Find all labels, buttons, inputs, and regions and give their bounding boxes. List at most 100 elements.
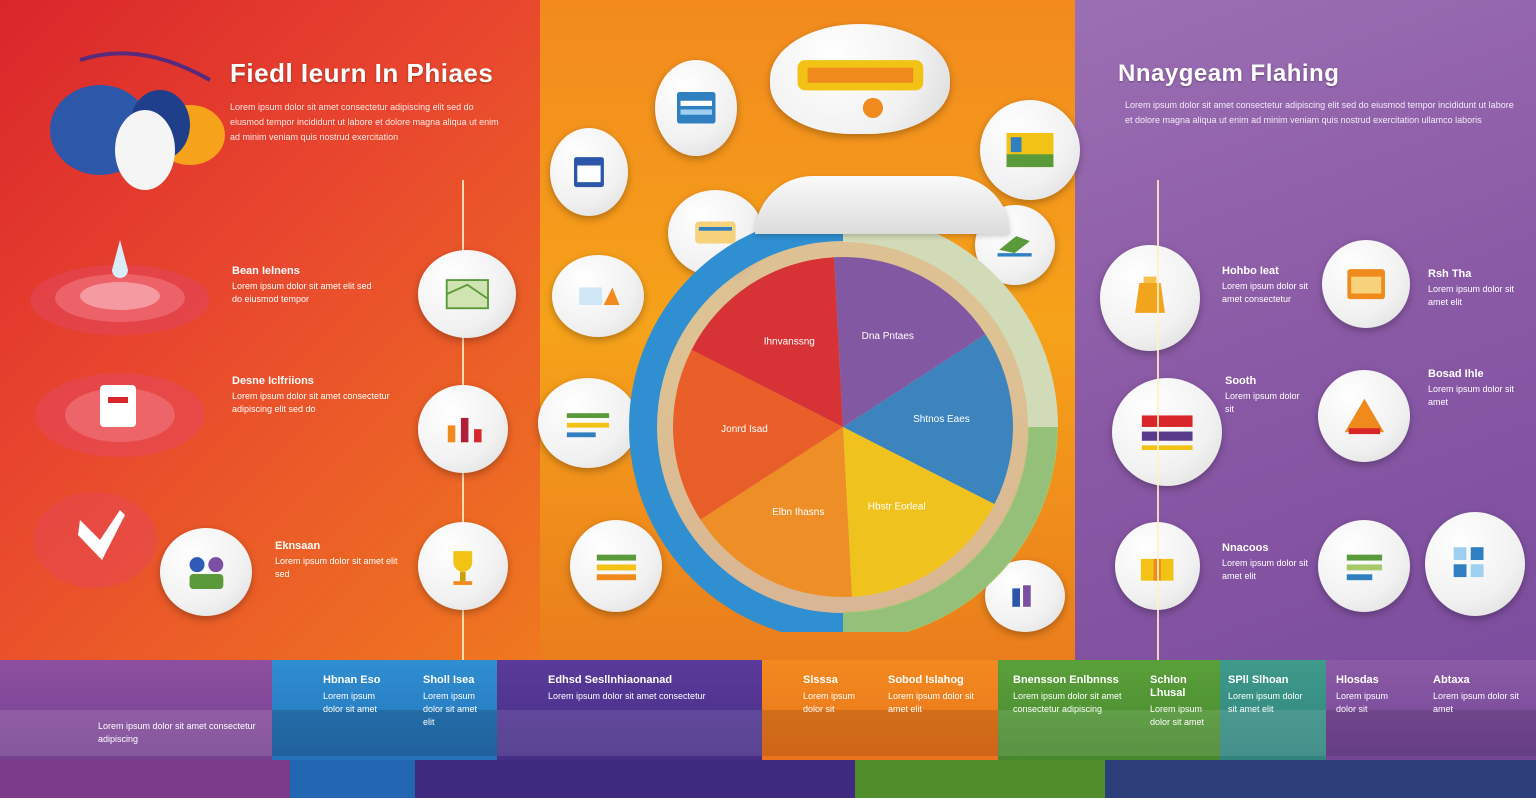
chart-icon bbox=[552, 255, 644, 337]
right-item-4-text: Lorem ipsum dolor sit amet bbox=[1428, 384, 1515, 407]
right-item-3: Sooth Lorem ipsum dolor sit bbox=[1225, 375, 1305, 416]
bottom-subband-4 bbox=[762, 710, 998, 756]
left-item-1-text: Lorem ipsum dolor sit amet elit sed do e… bbox=[232, 281, 372, 304]
warning-icon bbox=[1318, 370, 1410, 462]
wheel-top-ribbon bbox=[755, 176, 1010, 234]
bottom-cell-2-heading: Hbnan Eso bbox=[323, 674, 381, 686]
bottom-subband-5 bbox=[998, 710, 1326, 756]
bottom-cell-4: Edhsd Sesllnhiaonanad Lorem ipsum dolor … bbox=[540, 666, 750, 711]
figures-icon bbox=[418, 385, 508, 473]
bottom-cell-5-text: Lorem ipsum dolor sit bbox=[803, 691, 856, 714]
wheel-segment-label-1: Ihnvanssng bbox=[764, 336, 815, 347]
right-connector-line bbox=[1157, 180, 1159, 660]
right-item-5: Nnacoos Lorem ipsum dolor sit amet elit bbox=[1222, 542, 1312, 583]
left-item-3: Eknsaan Lorem ipsum dolor sit amet elit … bbox=[275, 540, 405, 581]
right-item-3-heading: Sooth bbox=[1225, 375, 1257, 387]
data-grid-icon bbox=[1425, 512, 1525, 616]
hand-icon bbox=[30, 480, 160, 590]
left-paragraph: Lorem ipsum dolor sit amet consectetur a… bbox=[230, 102, 499, 142]
wheel-segment-label-4: Hbstr Eorleal bbox=[868, 502, 926, 513]
right-item-2-text: Lorem ipsum dolor sit amet elit bbox=[1428, 284, 1515, 307]
bottom-cell-10: Hlosdas Lorem ipsum dolor sit bbox=[1328, 666, 1413, 724]
bottom-cell-8-text: Lorem ipsum dolor sit amet bbox=[1150, 704, 1205, 727]
bottom-cell-4-text: Lorem ipsum dolor sit amet consectetur bbox=[548, 691, 706, 701]
bottom-cell-5: Slsssa Lorem ipsum dolor sit bbox=[795, 666, 875, 724]
right-item-4: Bosad Ihle Lorem ipsum dolor sit amet bbox=[1428, 368, 1518, 409]
bottom-cell-5-heading: Slsssa bbox=[803, 674, 838, 686]
bottom-cell-7: Bnensson Enlbnnss Lorem ipsum dolor sit … bbox=[1005, 666, 1145, 724]
bottom-cell-2: Hbnan Eso Lorem ipsum dolor sit amet bbox=[315, 666, 395, 724]
wheel-segment-4 bbox=[843, 427, 995, 597]
wheel-segment-3 bbox=[843, 334, 1013, 505]
window-icon bbox=[1322, 240, 1410, 328]
left-balloon-icon bbox=[40, 40, 230, 210]
left-item-2-text: Lorem ipsum dolor sit amet consectetur a… bbox=[232, 391, 390, 414]
bottom-cell-6-heading: Sobod Islahog bbox=[888, 674, 964, 686]
wheel-segment-1 bbox=[691, 257, 843, 427]
wheel-outer-ring-green bbox=[842, 426, 1058, 632]
honey-icon bbox=[1100, 245, 1200, 351]
bottom-cell-7-text: Lorem ipsum dolor sit amet consectetur a… bbox=[1013, 691, 1122, 714]
bottom-cell-11-heading: Abtaxa bbox=[1433, 674, 1470, 686]
bottom-cell-11: Abtaxa Lorem ipsum dolor sit amet bbox=[1425, 666, 1530, 724]
left-title: Fiedl Ieurn In Phiaes bbox=[230, 58, 494, 88]
bottom-cell-6-text: Lorem ipsum dolor sit amet elit bbox=[888, 691, 975, 714]
right-item-5-text: Lorem ipsum dolor sit amet elit bbox=[1222, 558, 1309, 581]
right-item-5-heading: Nnacoos bbox=[1222, 542, 1269, 554]
bottom-base-5 bbox=[1105, 760, 1536, 798]
landscape-icon bbox=[980, 100, 1080, 200]
wheel-segment-2 bbox=[834, 257, 986, 427]
wheel-segment-label-2: Dna Pntaes bbox=[862, 331, 914, 342]
right-item-1-heading: Hohbo Ieat bbox=[1222, 265, 1279, 277]
left-item-2-heading: Desne Iclfriions bbox=[232, 375, 314, 387]
people-icon bbox=[160, 528, 252, 616]
bottom-cell-9: SPll Slhoan Lorem ipsum dolor sit amet e… bbox=[1220, 666, 1320, 724]
bottom-base-1 bbox=[0, 760, 290, 798]
list-icon-a bbox=[538, 378, 638, 468]
bottom-subband-1 bbox=[0, 710, 272, 756]
bottom-cell-4-heading: Edhsd Sesllnhiaonanad bbox=[548, 674, 673, 686]
bottom-cell-9-heading: SPll Slhoan bbox=[1228, 674, 1289, 686]
right-item-1: Hohbo Ieat Lorem ipsum dolor sit amet co… bbox=[1222, 265, 1312, 306]
browser-icon bbox=[655, 60, 737, 156]
bottom-cell-1-text: Lorem ipsum dolor sit amet consectetur a… bbox=[98, 721, 256, 744]
wheel-segment-5 bbox=[700, 427, 852, 597]
right-title: Nnaygeam Flahing bbox=[1118, 60, 1340, 87]
calendar-icon bbox=[550, 128, 628, 216]
wheel-segment-6 bbox=[673, 349, 843, 520]
bottom-cell-10-text: Lorem ipsum dolor sit bbox=[1336, 691, 1389, 714]
ripple-icon bbox=[20, 230, 220, 340]
wheel-segment-label-6: Jonrd Isad bbox=[721, 424, 768, 435]
right-item-2: Rsh Tha Lorem ipsum dolor sit amet elit bbox=[1428, 268, 1518, 309]
left-item-1: Bean Ielnens Lorem ipsum dolor sit amet … bbox=[232, 265, 382, 306]
bottom-subband-2 bbox=[272, 710, 497, 756]
bottom-cell-11-text: Lorem ipsum dolor sit amet bbox=[1433, 691, 1520, 714]
left-item-3-heading: Eknsaan bbox=[275, 540, 321, 552]
bottom-base-3 bbox=[415, 760, 855, 798]
bottom-cell-3-text: Lorem ipsum dolor sit amet elit bbox=[423, 691, 478, 727]
right-item-3-text: Lorem ipsum dolor sit bbox=[1225, 391, 1300, 414]
left-item-3-text: Lorem ipsum dolor sit amet elit sed bbox=[275, 556, 398, 579]
bottom-subband-3 bbox=[497, 710, 762, 756]
bottom-base-2 bbox=[290, 760, 415, 798]
bottom-cell-2-text: Lorem ipsum dolor sit amet bbox=[323, 691, 378, 714]
bottom-subband-6 bbox=[1326, 710, 1536, 756]
right-paragraph: Lorem ipsum dolor sit amet consectetur a… bbox=[1125, 100, 1514, 125]
bottom-cell-3-heading: Sholl Isea bbox=[423, 674, 475, 686]
bottom-cells: Lorem ipsum dolor sit amet consectetur a… bbox=[0, 660, 1536, 798]
document-icon bbox=[30, 365, 210, 465]
coins-icon bbox=[1112, 378, 1222, 486]
left-item-1-heading: Bean Ielnens bbox=[232, 265, 300, 277]
cloud-banner-icon bbox=[770, 24, 950, 134]
bottom-cell-7-heading: Bnensson Enlbnnss bbox=[1013, 674, 1119, 686]
list-icon-c bbox=[1318, 520, 1410, 612]
bottom-cell-3: Sholl Isea Lorem ipsum dolor sit amet el… bbox=[415, 666, 495, 737]
bottom-cell-9-text: Lorem ipsum dolor sit amet elit bbox=[1228, 691, 1303, 714]
right-item-2-heading: Rsh Tha bbox=[1428, 268, 1472, 280]
bottom-base-4 bbox=[855, 760, 1105, 798]
bottom-cell-8: Schlon Lhusal Lorem ipsum dolor sit amet bbox=[1142, 666, 1227, 737]
right-item-1-text: Lorem ipsum dolor sit amet consectetur bbox=[1222, 281, 1309, 304]
bottom-cell-6: Sobod Islahog Lorem ipsum dolor sit amet… bbox=[880, 666, 990, 724]
wheel-segment-label-5: Elbn Ihasns bbox=[772, 507, 824, 518]
